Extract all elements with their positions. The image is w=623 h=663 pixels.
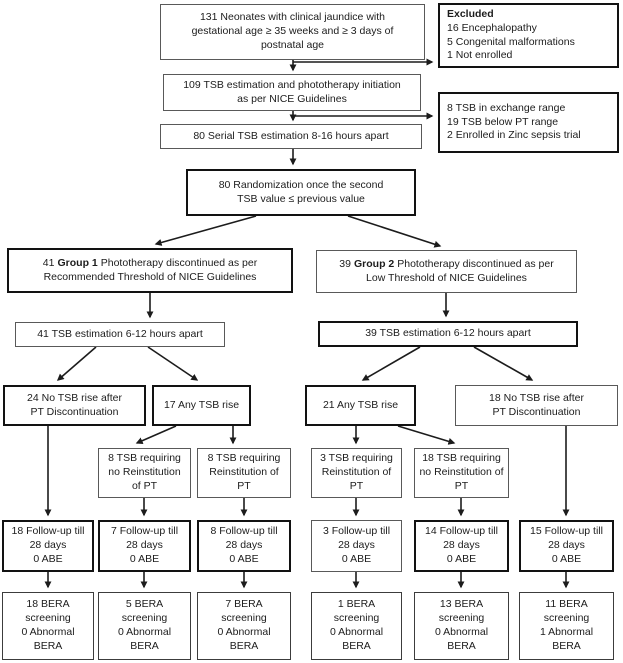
box-randomization: 80 Randomization once the second TSB val… (186, 169, 416, 216)
box-pt-initiation: 109 TSB estimation and phototherapy init… (163, 74, 421, 111)
box-followup-3: 8 Follow-up till 28 days 0 ABE (197, 520, 291, 572)
box-followup-1: 18 Follow-up till 28 days 0 ABE (2, 520, 94, 572)
box-followup-4: 3 Follow-up till 28 days 0 ABE (311, 520, 402, 572)
box-no-rise-group2: 18 No TSB rise after PT Discontinuation (455, 385, 618, 426)
box-serial-tsb: 80 Serial TSB estimation 8-16 hours apar… (160, 124, 422, 149)
box-enrollment: 131 Neonates with clinical jaundice with… (160, 4, 425, 60)
box-reinstitution-2: 8 TSB requiring Reinstitution of PT (197, 448, 291, 498)
box-tsb-group2: 39 TSB estimation 6-12 hours apart (318, 321, 578, 347)
box-bera-2: 5 BERA screening 0 Abnormal BERA (98, 592, 191, 660)
box-reinstitution-4: 18 TSB requiring no Reinstitution of PT (414, 448, 509, 498)
box-tsb-group1: 41 TSB estimation 6-12 hours apart (15, 322, 225, 347)
box-bera-6: 11 BERA screening 1 Abnormal BERA (519, 592, 614, 660)
box-bera-1: 18 BERA screening 0 Abnormal BERA (2, 592, 94, 660)
box-bera-5: 13 BERA screening 0 Abnormal BERA (414, 592, 509, 660)
group1-count: 41 (42, 256, 55, 269)
box-followup-6: 15 Follow-up till 28 days 0 ABE (519, 520, 614, 572)
box-excluded-mid: 8 TSB in exchange range 19 TSB below PT … (438, 92, 619, 153)
box-excluded-top: Excluded 16 Encephalopathy 5 Congenital … (438, 3, 619, 68)
box-no-rise-group1: 24 No TSB rise after PT Discontinuation (3, 385, 146, 426)
group2-count: 39 (339, 257, 351, 270)
box-followup-2: 7 Follow-up till 28 days 0 ABE (98, 520, 191, 572)
group2-text: Phototherapy discontinued as per (397, 257, 554, 270)
box-bera-4: 1 BERA screening 0 Abnormal BERA (311, 592, 402, 660)
group2-name: Group 2 (353, 257, 395, 270)
box-followup-5: 14 Follow-up till 28 days 0 ABE (414, 520, 509, 572)
box-bera-3: 7 BERA screening 0 Abnormal BERA (197, 592, 291, 660)
excluded-top-body: 16 Encephalopathy 5 Congenital malformat… (447, 21, 575, 62)
excluded-top-title: Excluded (447, 7, 494, 20)
group1-line2: Recommended Threshold of NICE Guidelines (43, 270, 257, 283)
box-reinstitution-1: 8 TSB requiring no Reinstitution of PT (98, 448, 191, 498)
box-reinstitution-3: 3 TSB requiring Reinstitution of PT (311, 448, 402, 498)
box-any-rise-group2: 21 Any TSB rise (305, 385, 416, 426)
box-any-rise-group1: 17 Any TSB rise (152, 385, 251, 426)
group2-line2: Low Threshold of NICE Guidelines (366, 271, 527, 284)
group1-name: Group 1 (57, 256, 98, 269)
group1-text: Phototherapy discontinued as per (100, 256, 258, 269)
